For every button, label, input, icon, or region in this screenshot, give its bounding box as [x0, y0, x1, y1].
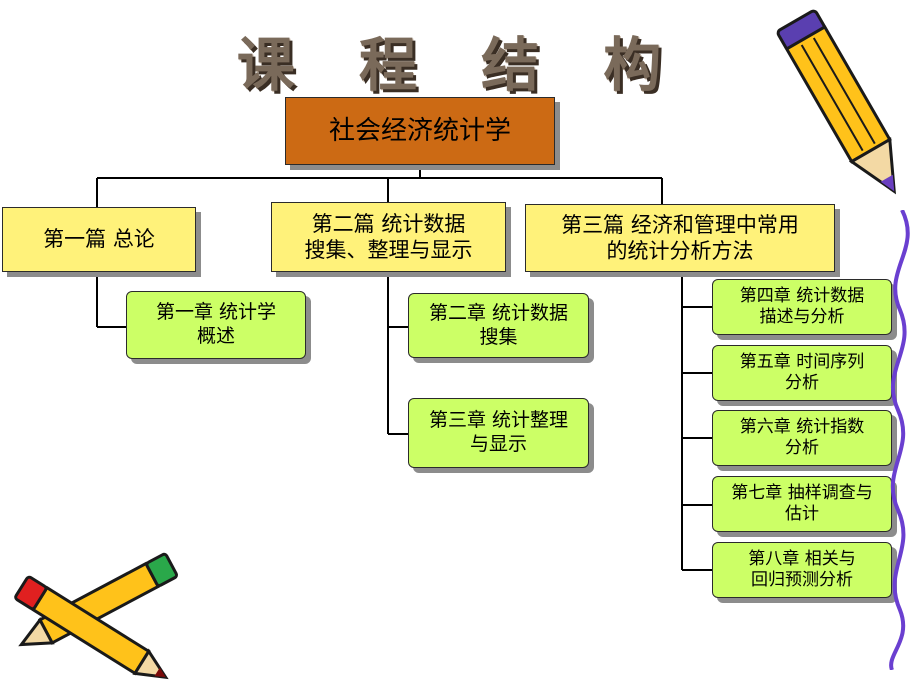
- chapter-6-node: 第六章 统计指数 分析: [712, 410, 892, 466]
- chapter-7-node: 第七章 抽样调查与 估计: [712, 476, 892, 532]
- chapter-5-node: 第五章 时间序列 分析: [712, 345, 892, 401]
- pencil-icon: [776, 9, 897, 195]
- page-title: 课 程 结 构: [236, 31, 684, 99]
- chapter-3-node: 第三章 统计整理 与显示: [408, 398, 589, 468]
- chapter-1-node: 第一章 统计学 概述: [126, 291, 306, 359]
- chapter-4-node: 第四章 统计数据 描述与分析: [712, 279, 892, 335]
- part-1-node: 第一篇 总论: [2, 207, 196, 272]
- crossed-pencils-icon: [14, 552, 179, 680]
- squiggle-line: [889, 210, 910, 670]
- chapter-2-node: 第二章 统计数据 搜集: [408, 293, 589, 358]
- part-3-node: 第三篇 经济和管理中常用 的统计分析方法: [525, 204, 835, 272]
- root-node: 社会经济统计学: [285, 97, 555, 165]
- part-2-node: 第二篇 统计数据 搜集、整理与显示: [271, 202, 506, 272]
- chapter-8-node: 第八章 相关与 回归预测分析: [712, 542, 892, 598]
